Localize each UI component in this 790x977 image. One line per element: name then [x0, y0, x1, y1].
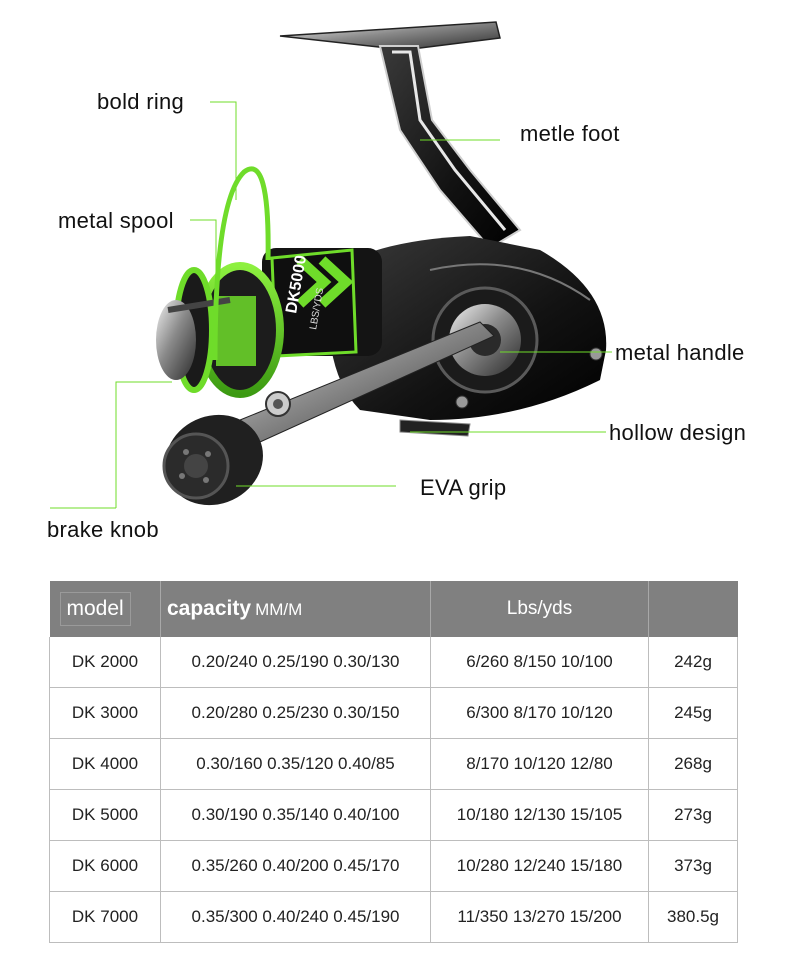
- cell-model: DK 4000: [49, 738, 161, 790]
- table-row: DK 4000 0.30/160 0.35/120 0.40/85 8/170 …: [49, 738, 738, 790]
- bold-ring-line: [210, 101, 237, 200]
- cell-model: DK 5000: [49, 789, 161, 841]
- reel-foot: [279, 21, 522, 250]
- table-row: DK 5000 0.30/190 0.35/140 0.40/100 10/18…: [49, 789, 738, 841]
- header-model: model: [49, 581, 161, 637]
- cell-model: DK 3000: [49, 687, 161, 739]
- header-lbs-yds: Lbs/yds: [430, 581, 649, 637]
- table-row: DK 3000 0.20/280 0.25/230 0.30/150 6/300…: [49, 687, 738, 739]
- cell-model: DK 2000: [49, 637, 161, 688]
- cell-capacity: 0.35/260 0.40/200 0.45/170: [160, 840, 431, 892]
- table-row: DK 7000 0.35/300 0.40/240 0.45/190 11/35…: [49, 891, 738, 943]
- callout-hollow-design: hollow design: [609, 420, 747, 445]
- cell-capacity: 0.20/280 0.25/230 0.30/150: [160, 687, 431, 739]
- cell-lbs-yds: 8/170 10/120 12/80: [430, 738, 649, 790]
- cell-capacity: 0.35/300 0.40/240 0.45/190: [160, 891, 431, 943]
- fishing-reel-illustration: DK5000 LBS/YDS: [50, 21, 612, 509]
- cell-lbs-yds: 6/260 8/150 10/100: [430, 637, 649, 688]
- cell-model: DK 6000: [49, 840, 161, 892]
- cell-lbs-yds: 11/350 13/270 15/200: [430, 891, 649, 943]
- cell-weight: 245g: [648, 687, 738, 739]
- callout-metle-foot: metle foot: [520, 121, 620, 146]
- cell-capacity: 0.30/160 0.35/120 0.40/85: [160, 738, 431, 790]
- callout-bold-ring: bold ring: [97, 89, 185, 114]
- cell-weight: 268g: [648, 738, 738, 790]
- cell-weight: 380.5g: [648, 891, 738, 943]
- cell-weight: 242g: [648, 637, 738, 688]
- reel-handle: [162, 321, 495, 506]
- header-weight: [648, 581, 738, 637]
- cell-weight: 373g: [648, 840, 738, 892]
- callout-metal-spool: metal spool: [58, 208, 174, 233]
- cell-capacity: 0.30/190 0.35/140 0.40/100: [160, 789, 431, 841]
- table-row: DK 2000 0.20/240 0.25/190 0.30/130 6/260…: [49, 637, 738, 688]
- callout-lines: [50, 101, 612, 509]
- callout-brake-knob: brake knob: [47, 517, 159, 542]
- table-row: DK 6000 0.35/260 0.40/200 0.45/170 10/28…: [49, 840, 738, 892]
- header-capacity-unit: MM/M: [255, 600, 303, 619]
- cell-weight: 273g: [648, 789, 738, 841]
- cell-lbs-yds: 10/180 12/130 15/105: [430, 789, 649, 841]
- header-capacity-label: capacity: [167, 597, 252, 620]
- callout-eva-grip: EVA grip: [420, 475, 507, 500]
- bail-wire: [212, 166, 271, 361]
- cell-lbs-yds: 6/300 8/170 10/120: [430, 687, 649, 739]
- product-figure: DK5000 LBS/YDS: [47, 21, 747, 542]
- cell-model: DK 7000: [49, 891, 161, 943]
- metal-spool-line: [190, 219, 217, 295]
- cell-capacity: 0.20/240 0.25/190 0.30/130: [160, 637, 431, 688]
- brake-knob-line: [115, 381, 172, 508]
- cell-lbs-yds: 10/280 12/240 15/180: [430, 840, 649, 892]
- reel-spool: DK5000 LBS/YDS: [156, 248, 382, 398]
- callout-metal-handle: metal handle: [615, 340, 745, 365]
